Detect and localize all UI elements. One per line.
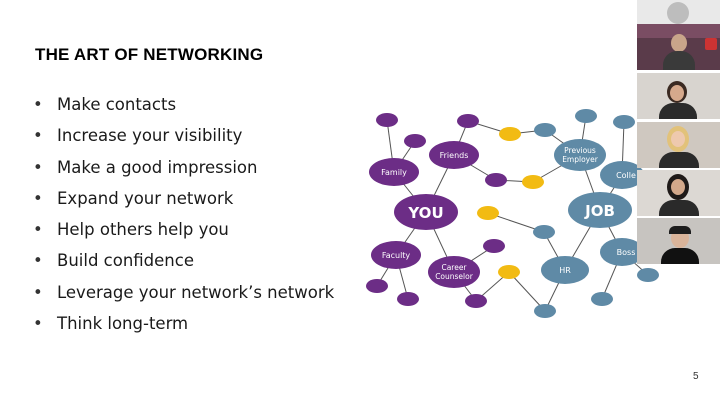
node-purple: [465, 294, 487, 308]
node-purple: [376, 113, 398, 127]
node-previous-employer-label-1: Previous: [564, 146, 596, 155]
cap-icon: [669, 226, 691, 234]
node-colleague-label: Colle: [616, 171, 636, 180]
page-number: 5: [693, 371, 699, 382]
node-boss: [600, 238, 644, 266]
node-faculty: [371, 241, 421, 269]
avatar: [671, 179, 685, 195]
node-career-counselor: [428, 256, 480, 288]
node-teal: [637, 268, 659, 282]
node-job: [568, 192, 632, 228]
video-tile-participant-5[interactable]: [637, 170, 720, 216]
node-you: [394, 194, 458, 230]
node-teal: [591, 292, 613, 306]
avatar: [670, 85, 684, 101]
video-tile-participant-4[interactable]: [637, 122, 720, 168]
node-purple: [404, 134, 426, 148]
networking-diagram: Family Friends Faculty Career Counselor …: [366, 109, 659, 318]
node-purple: [485, 173, 507, 187]
avatar: [667, 2, 689, 24]
avatar: [671, 34, 687, 52]
video-participant-strip: [637, 0, 720, 266]
bullet-item: •Think long-term: [33, 314, 189, 334]
bullet-list: •Make contacts •Increase your visibility…: [33, 92, 334, 342]
bullet-item: •Leverage your network’s network: [33, 282, 335, 302]
node-friends: [429, 141, 479, 169]
node-teal: [575, 109, 597, 123]
video-tile-participant-3[interactable]: [637, 73, 720, 119]
node-teal: [534, 304, 556, 318]
node-yellow: [477, 206, 499, 220]
node-friends-label: Friends: [440, 151, 469, 160]
node-job-label: JOB: [584, 202, 615, 220]
node-you-label: YOU: [407, 204, 443, 222]
bullet-item: •Make contacts: [33, 95, 177, 114]
avatar: [659, 152, 699, 168]
video-tile-participant-2[interactable]: [637, 24, 720, 70]
node-yellow: [498, 265, 520, 279]
node-purple: [457, 114, 479, 128]
node-family-label: Family: [381, 168, 407, 177]
teal-small-nodes: [533, 109, 659, 318]
node-previous-employer: [554, 139, 606, 171]
video-background: [637, 24, 720, 38]
video-tile-participant-6[interactable]: [637, 218, 720, 264]
node-yellow: [499, 127, 521, 141]
node-family: [369, 158, 419, 186]
bullet-item: •Help others help you: [33, 220, 229, 240]
node-purple: [483, 239, 505, 253]
node-faculty-label: Faculty: [382, 251, 411, 260]
bullet-item: •Make a good impression: [33, 157, 258, 177]
avatar: [661, 248, 699, 264]
slide-title: THE ART OF NETWORKING: [35, 45, 264, 64]
node-teal: [613, 115, 635, 129]
node-colleague: [600, 161, 644, 189]
node-hr: [541, 256, 589, 284]
purple-small-nodes: [366, 113, 507, 308]
video-background: [705, 38, 717, 50]
node-teal: [534, 123, 556, 137]
avatar: [659, 200, 699, 216]
avatar: [671, 131, 685, 147]
node-yellow: [522, 175, 544, 189]
node-career-counselor-label-1: Career: [441, 263, 467, 272]
node-hr-label: HR: [559, 266, 571, 275]
node-purple: [397, 292, 419, 306]
avatar: [659, 103, 697, 119]
node-boss-label: Boss: [617, 248, 636, 257]
bullet-item: •Expand your network: [33, 188, 234, 208]
yellow-nodes: [477, 127, 544, 279]
node-previous-employer-label-2: Employer: [562, 155, 599, 164]
avatar: [663, 51, 695, 70]
node-career-counselor-label-2: Counselor: [435, 272, 474, 281]
bullet-item: •Increase your visibility: [33, 126, 243, 146]
bullet-item: •Build confidence: [33, 251, 194, 271]
node-teal: [533, 225, 555, 239]
node-purple: [366, 279, 388, 293]
